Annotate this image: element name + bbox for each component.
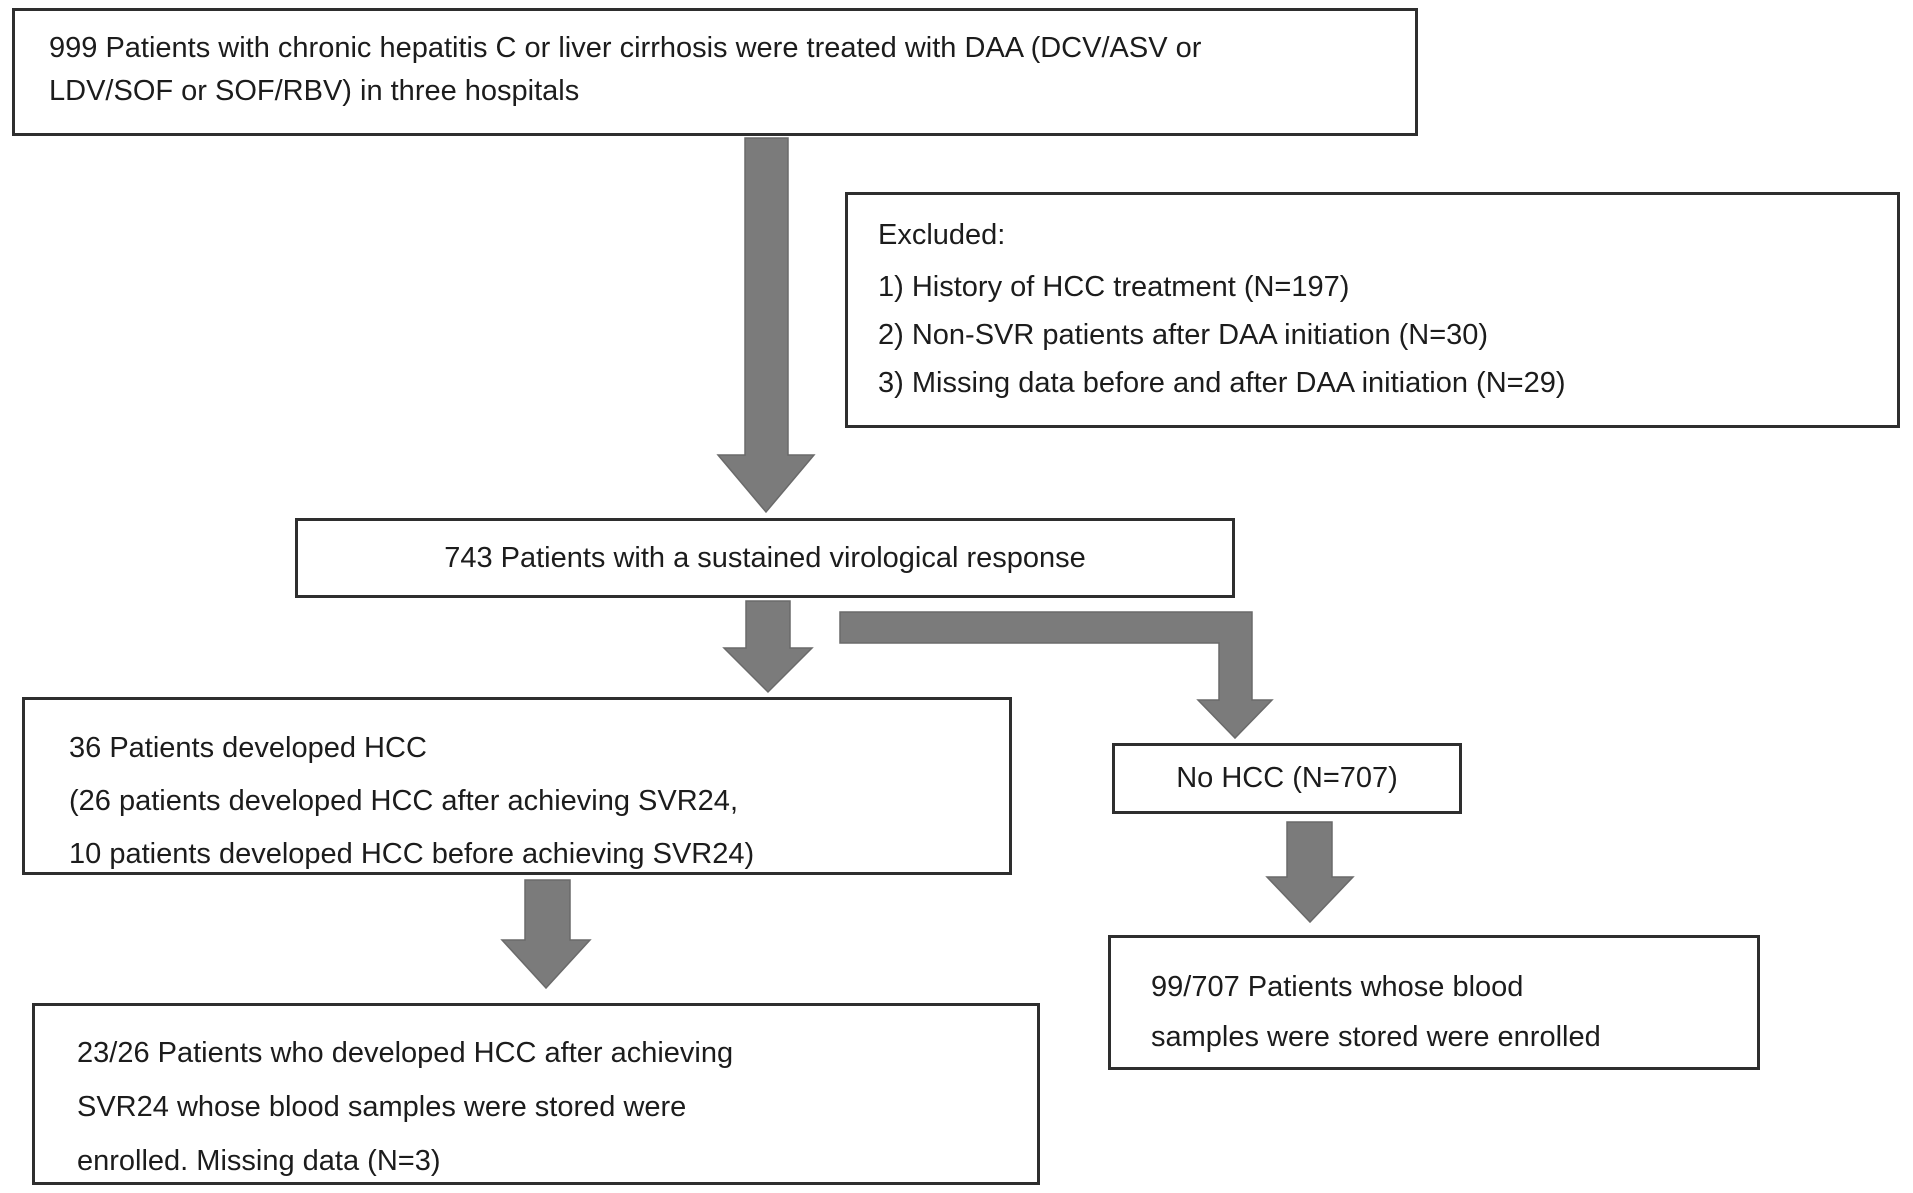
arrow-svr-to-hcc-icon: [722, 600, 814, 694]
enrolled-no-hcc-box: 99/707 Patients whose blood samples were…: [1108, 935, 1760, 1070]
treated-patients-box: 999 Patients with chronic hepatitis C or…: [12, 8, 1418, 136]
developed-hcc-line-2: (26 patients developed HCC after achievi…: [69, 785, 738, 817]
enrolled-hcc-box: 23/26 Patients who developed HCC after a…: [32, 1003, 1040, 1185]
developed-hcc-box: 36 Patients developed HCC (26 patients d…: [22, 697, 1012, 875]
treated-patients-line-2: LDV/SOF or SOF/RBV) in three hospitals: [49, 75, 580, 107]
arrow-svr-to-no-hcc-elbow-icon: [839, 611, 1274, 740]
excluded-item-2: 2) Non-SVR patients after DAA initiation…: [878, 319, 1489, 351]
enrolled-hcc-line-3: enrolled. Missing data (N=3): [77, 1145, 441, 1177]
treated-patients-line-1: 999 Patients with chronic hepatitis C or…: [49, 32, 1202, 64]
developed-hcc-line-3: 10 patients developed HCC before achievi…: [69, 838, 755, 870]
no-hcc-text: No HCC (N=707): [1176, 762, 1398, 794]
svr-patients-box: 743 Patients with a sustained virologica…: [295, 518, 1235, 598]
arrow-top-to-svr-icon: [716, 137, 816, 514]
excluded-title: Excluded:: [878, 219, 1006, 251]
excluded-item-3: 3) Missing data before and after DAA ini…: [878, 367, 1566, 399]
enrolled-hcc-line-1: 23/26 Patients who developed HCC after a…: [77, 1037, 734, 1069]
arrow-hcc-to-enrolled-icon: [500, 879, 592, 990]
enrolled-no-hcc-line-2: samples were stored were enrolled: [1151, 1021, 1601, 1053]
excluded-box: Excluded: 1) History of HCC treatment (N…: [845, 192, 1900, 428]
enrolled-no-hcc-line-1: 99/707 Patients whose blood: [1151, 971, 1524, 1003]
no-hcc-box: No HCC (N=707): [1112, 743, 1462, 814]
enrolled-hcc-line-2: SVR24 whose blood samples were stored we…: [77, 1091, 687, 1123]
excluded-item-1: 1) History of HCC treatment (N=197): [878, 271, 1350, 303]
developed-hcc-line-1: 36 Patients developed HCC: [69, 732, 427, 764]
svr-patients-text: 743 Patients with a sustained virologica…: [444, 541, 1086, 574]
arrow-no-hcc-to-enrolled-icon: [1265, 821, 1355, 924]
